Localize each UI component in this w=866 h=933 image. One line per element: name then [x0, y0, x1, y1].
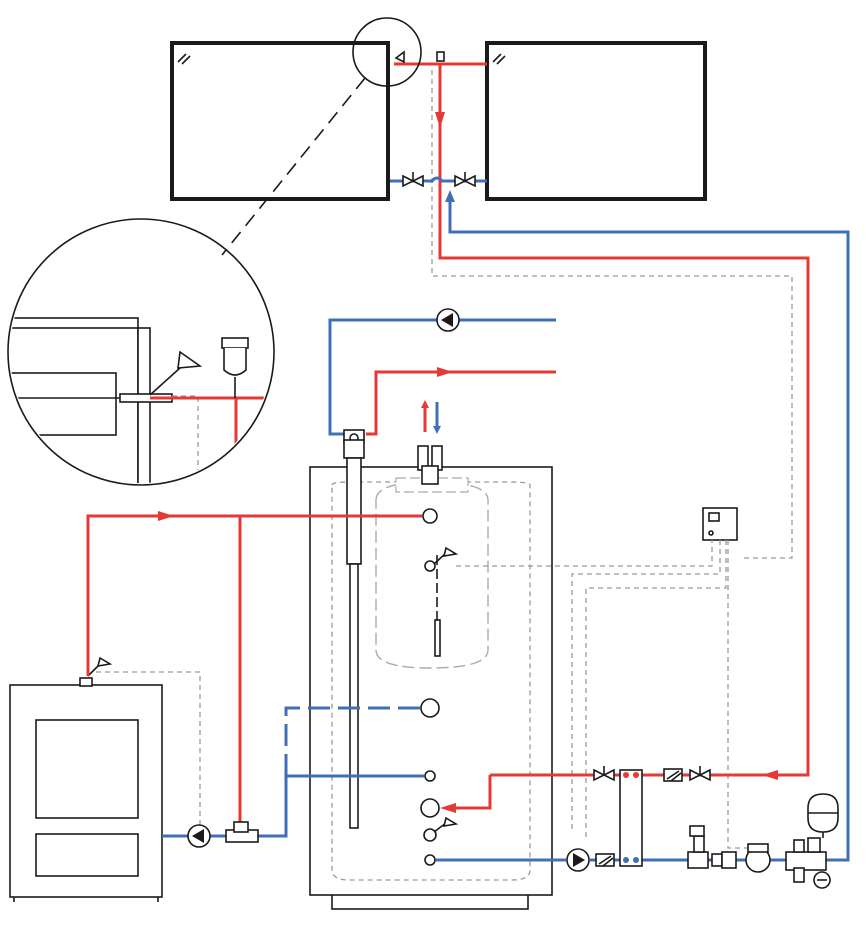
strainer-icon [663, 768, 683, 782]
valve-icon [593, 766, 615, 782]
boiler-return-dashed [284, 706, 420, 836]
nozzle-icon [420, 798, 440, 818]
boiler-sensor-signal [96, 671, 201, 836]
circulation-pump-icon [436, 308, 460, 332]
collector-sensor-icon [394, 50, 405, 64]
nozzle-icon [424, 854, 436, 866]
tank-sensor-icon [433, 816, 459, 833]
strainer-icon [595, 853, 615, 867]
solar-collector-right [485, 41, 707, 201]
tank-top-fittings [417, 445, 443, 485]
solar-return-pipe [448, 195, 850, 862]
collector-return-pipe [390, 176, 487, 183]
solar-collector-left [170, 41, 390, 201]
inner-dhw-tank [375, 477, 489, 669]
expansion-vessel [807, 793, 839, 838]
circulation-pump-icon [566, 848, 590, 872]
electric-heater-rod [343, 439, 365, 829]
controller-signal-inner [456, 540, 713, 567]
bidirectional-arrow-icon [421, 400, 441, 434]
nozzle-icon [424, 770, 436, 782]
solar-controller [702, 507, 738, 541]
solar-pump-station [687, 825, 831, 889]
thermostatic-valve-icon [225, 821, 259, 843]
hot-water-pipe [366, 370, 556, 436]
flow-arrow-icon [435, 112, 445, 128]
hx-to-tank-pipe [446, 775, 492, 810]
nozzle-icon [423, 828, 437, 842]
controller-signal-station [727, 540, 760, 849]
collector-sensor-signal [431, 70, 793, 559]
nozzle-icon [424, 560, 436, 572]
valve-icon [454, 172, 476, 188]
controller-signal-tank [571, 540, 721, 832]
cold-water-pipe [328, 318, 556, 436]
detail-air-vent-icon [221, 337, 249, 398]
detail-magnifier [7, 17, 422, 486]
boiler-flow-pipe [86, 514, 422, 676]
air-vent-icon [436, 51, 445, 62]
nozzle-icon [420, 698, 440, 718]
flow-arrow-icon [158, 511, 174, 521]
tank-sensor-icon [433, 546, 459, 565]
controller-signal-pump [585, 540, 727, 840]
plate-heat-exchanger [619, 769, 643, 867]
solar-flow-pipe [438, 182, 810, 777]
circulation-pump-icon [187, 824, 211, 848]
flow-arrow-icon [440, 803, 456, 813]
flow-arrow-icon [437, 367, 453, 377]
valve-icon [402, 172, 424, 188]
flow-arrow-icon [762, 770, 778, 780]
nozzle-icon [422, 508, 438, 524]
boiler [9, 677, 163, 902]
detail-sensor-icon [149, 350, 203, 396]
valve-icon [689, 766, 711, 782]
detail-view [10, 317, 265, 483]
boiler-sensor-icon [87, 656, 113, 677]
